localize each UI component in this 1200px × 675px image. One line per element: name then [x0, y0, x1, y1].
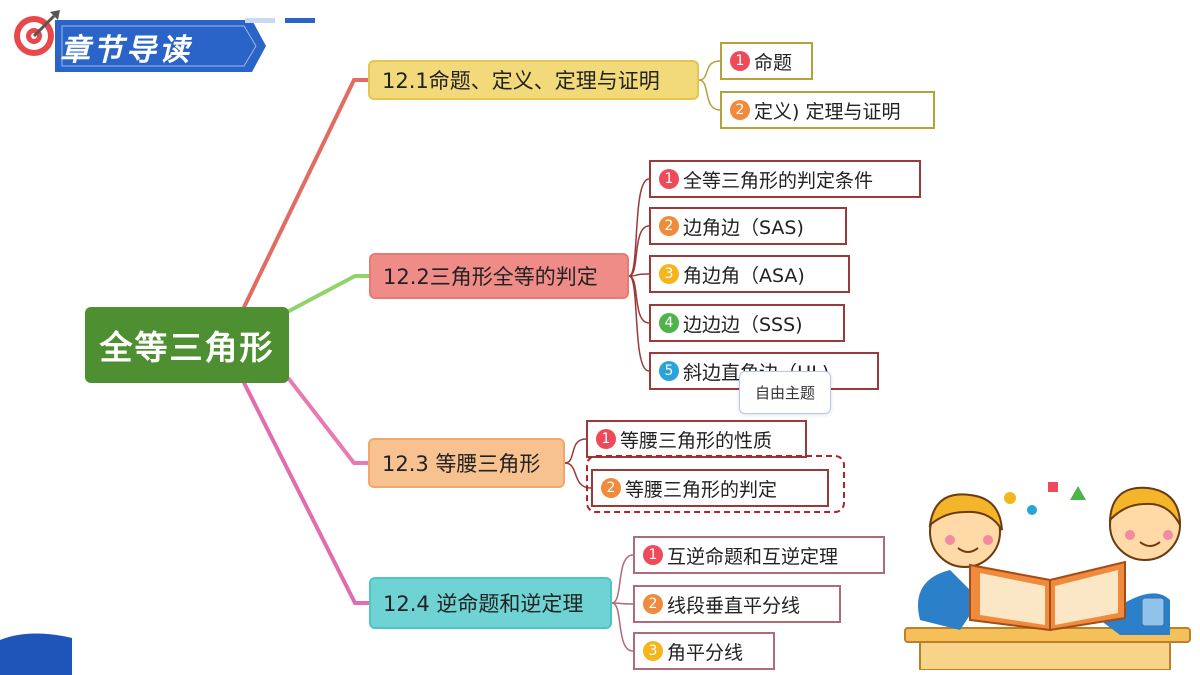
leaf-label: 等腰三角形的判定 — [625, 478, 778, 501]
leaf-connector — [628, 178, 650, 277]
leaf-connector — [611, 602, 634, 652]
leaf-connector — [698, 60, 721, 81]
leaf-label: 边边边（SSS) — [683, 313, 803, 336]
root-connector — [242, 78, 370, 309]
branch-label: 12.3 等腰三角形 — [382, 452, 541, 476]
leaf-chuizhi-pingfenxian[interactable]: 2 线段垂直平分线 — [633, 585, 841, 623]
leaf-panding-tiaojian[interactable]: 1 全等三角形的判定条件 — [649, 160, 921, 198]
number-badge: 1 — [730, 51, 750, 71]
leaf-mingti[interactable]: 1 命题 — [720, 42, 813, 80]
mindmap-root[interactable]: 全等三角形 — [85, 307, 289, 383]
leaf-dengyao-xingzhi[interactable]: 1 等腰三角形的性质 — [586, 420, 807, 458]
number-badge: 3 — [643, 641, 663, 661]
leaf-connector — [628, 275, 650, 324]
leaf-label: 命题 — [754, 51, 793, 74]
branch-12-4[interactable]: 12.4 逆命题和逆定理 — [369, 577, 612, 629]
leaf-connector — [628, 275, 650, 372]
dart-target-icon — [14, 10, 60, 56]
free-topic-tooltip[interactable]: 自由主题 — [739, 371, 831, 414]
leaf-label: 全等三角形的判定条件 — [683, 169, 874, 192]
leaf-connector — [564, 438, 587, 464]
leaf-label: 等腰三角形的性质 — [620, 429, 773, 452]
branch-12-2[interactable]: 12.2三角形全等的判定 — [369, 253, 629, 299]
leaf-label: 互逆命题和互逆定理 — [667, 545, 839, 568]
leaf-dengyao-panding[interactable]: 2 等腰三角形的判定 — [591, 469, 829, 507]
number-badge: 5 — [659, 361, 679, 381]
branch-label: 12.4 逆命题和逆定理 — [383, 592, 584, 616]
branch-12-3[interactable]: 12.3 等腰三角形 — [368, 438, 565, 488]
number-badge: 1 — [643, 545, 663, 565]
kids-reading-illustration — [904, 482, 1191, 670]
corner-decoration — [0, 633, 72, 675]
root-connector — [287, 274, 371, 313]
number-badge: 4 — [659, 313, 679, 333]
leaf-asa[interactable]: 3 角边角（ASA) — [649, 255, 850, 293]
number-badge: 1 — [596, 429, 616, 449]
root-connector — [287, 377, 370, 465]
branch-12-1[interactable]: 12.1命题、定义、定理与证明 — [368, 60, 699, 100]
leaf-label: 角边角（ASA) — [683, 264, 805, 287]
number-badge: 2 — [730, 100, 750, 120]
selection-outline — [586, 455, 845, 513]
leaf-connector — [698, 79, 721, 111]
branch-label: 12.2三角形全等的判定 — [383, 265, 598, 289]
number-badge: 2 — [643, 594, 663, 614]
root-connector — [242, 381, 371, 605]
header-banner — [55, 18, 315, 72]
leaf-huni-mingti[interactable]: 1 互逆命题和互逆定理 — [633, 536, 885, 574]
leaf-label: 边角边（SAS) — [683, 216, 804, 239]
leaf-label: 定义) 定理与证明 — [754, 100, 901, 123]
leaf-sas[interactable]: 2 边角边（SAS) — [649, 207, 847, 245]
leaf-connector — [628, 225, 650, 277]
leaf-connector — [611, 554, 634, 604]
chapter-header: 章节导读 — [0, 0, 340, 80]
number-badge: 1 — [659, 169, 679, 189]
leaf-sss[interactable]: 4 边边边（SSS) — [649, 304, 845, 342]
leaf-dingyi-dingli[interactable]: 2 定义) 定理与证明 — [720, 91, 935, 129]
leaf-label: 角平分线 — [667, 641, 744, 664]
branch-label: 12.1命题、定义、定理与证明 — [382, 69, 660, 93]
chapter-title: 章节导读 — [60, 33, 192, 68]
leaf-label: 线段垂直平分线 — [667, 594, 801, 617]
leaf-jiao-pingfenxian[interactable]: 3 角平分线 — [633, 632, 775, 670]
number-badge: 2 — [601, 478, 621, 498]
number-badge: 2 — [659, 216, 679, 236]
number-badge: 3 — [659, 264, 679, 284]
